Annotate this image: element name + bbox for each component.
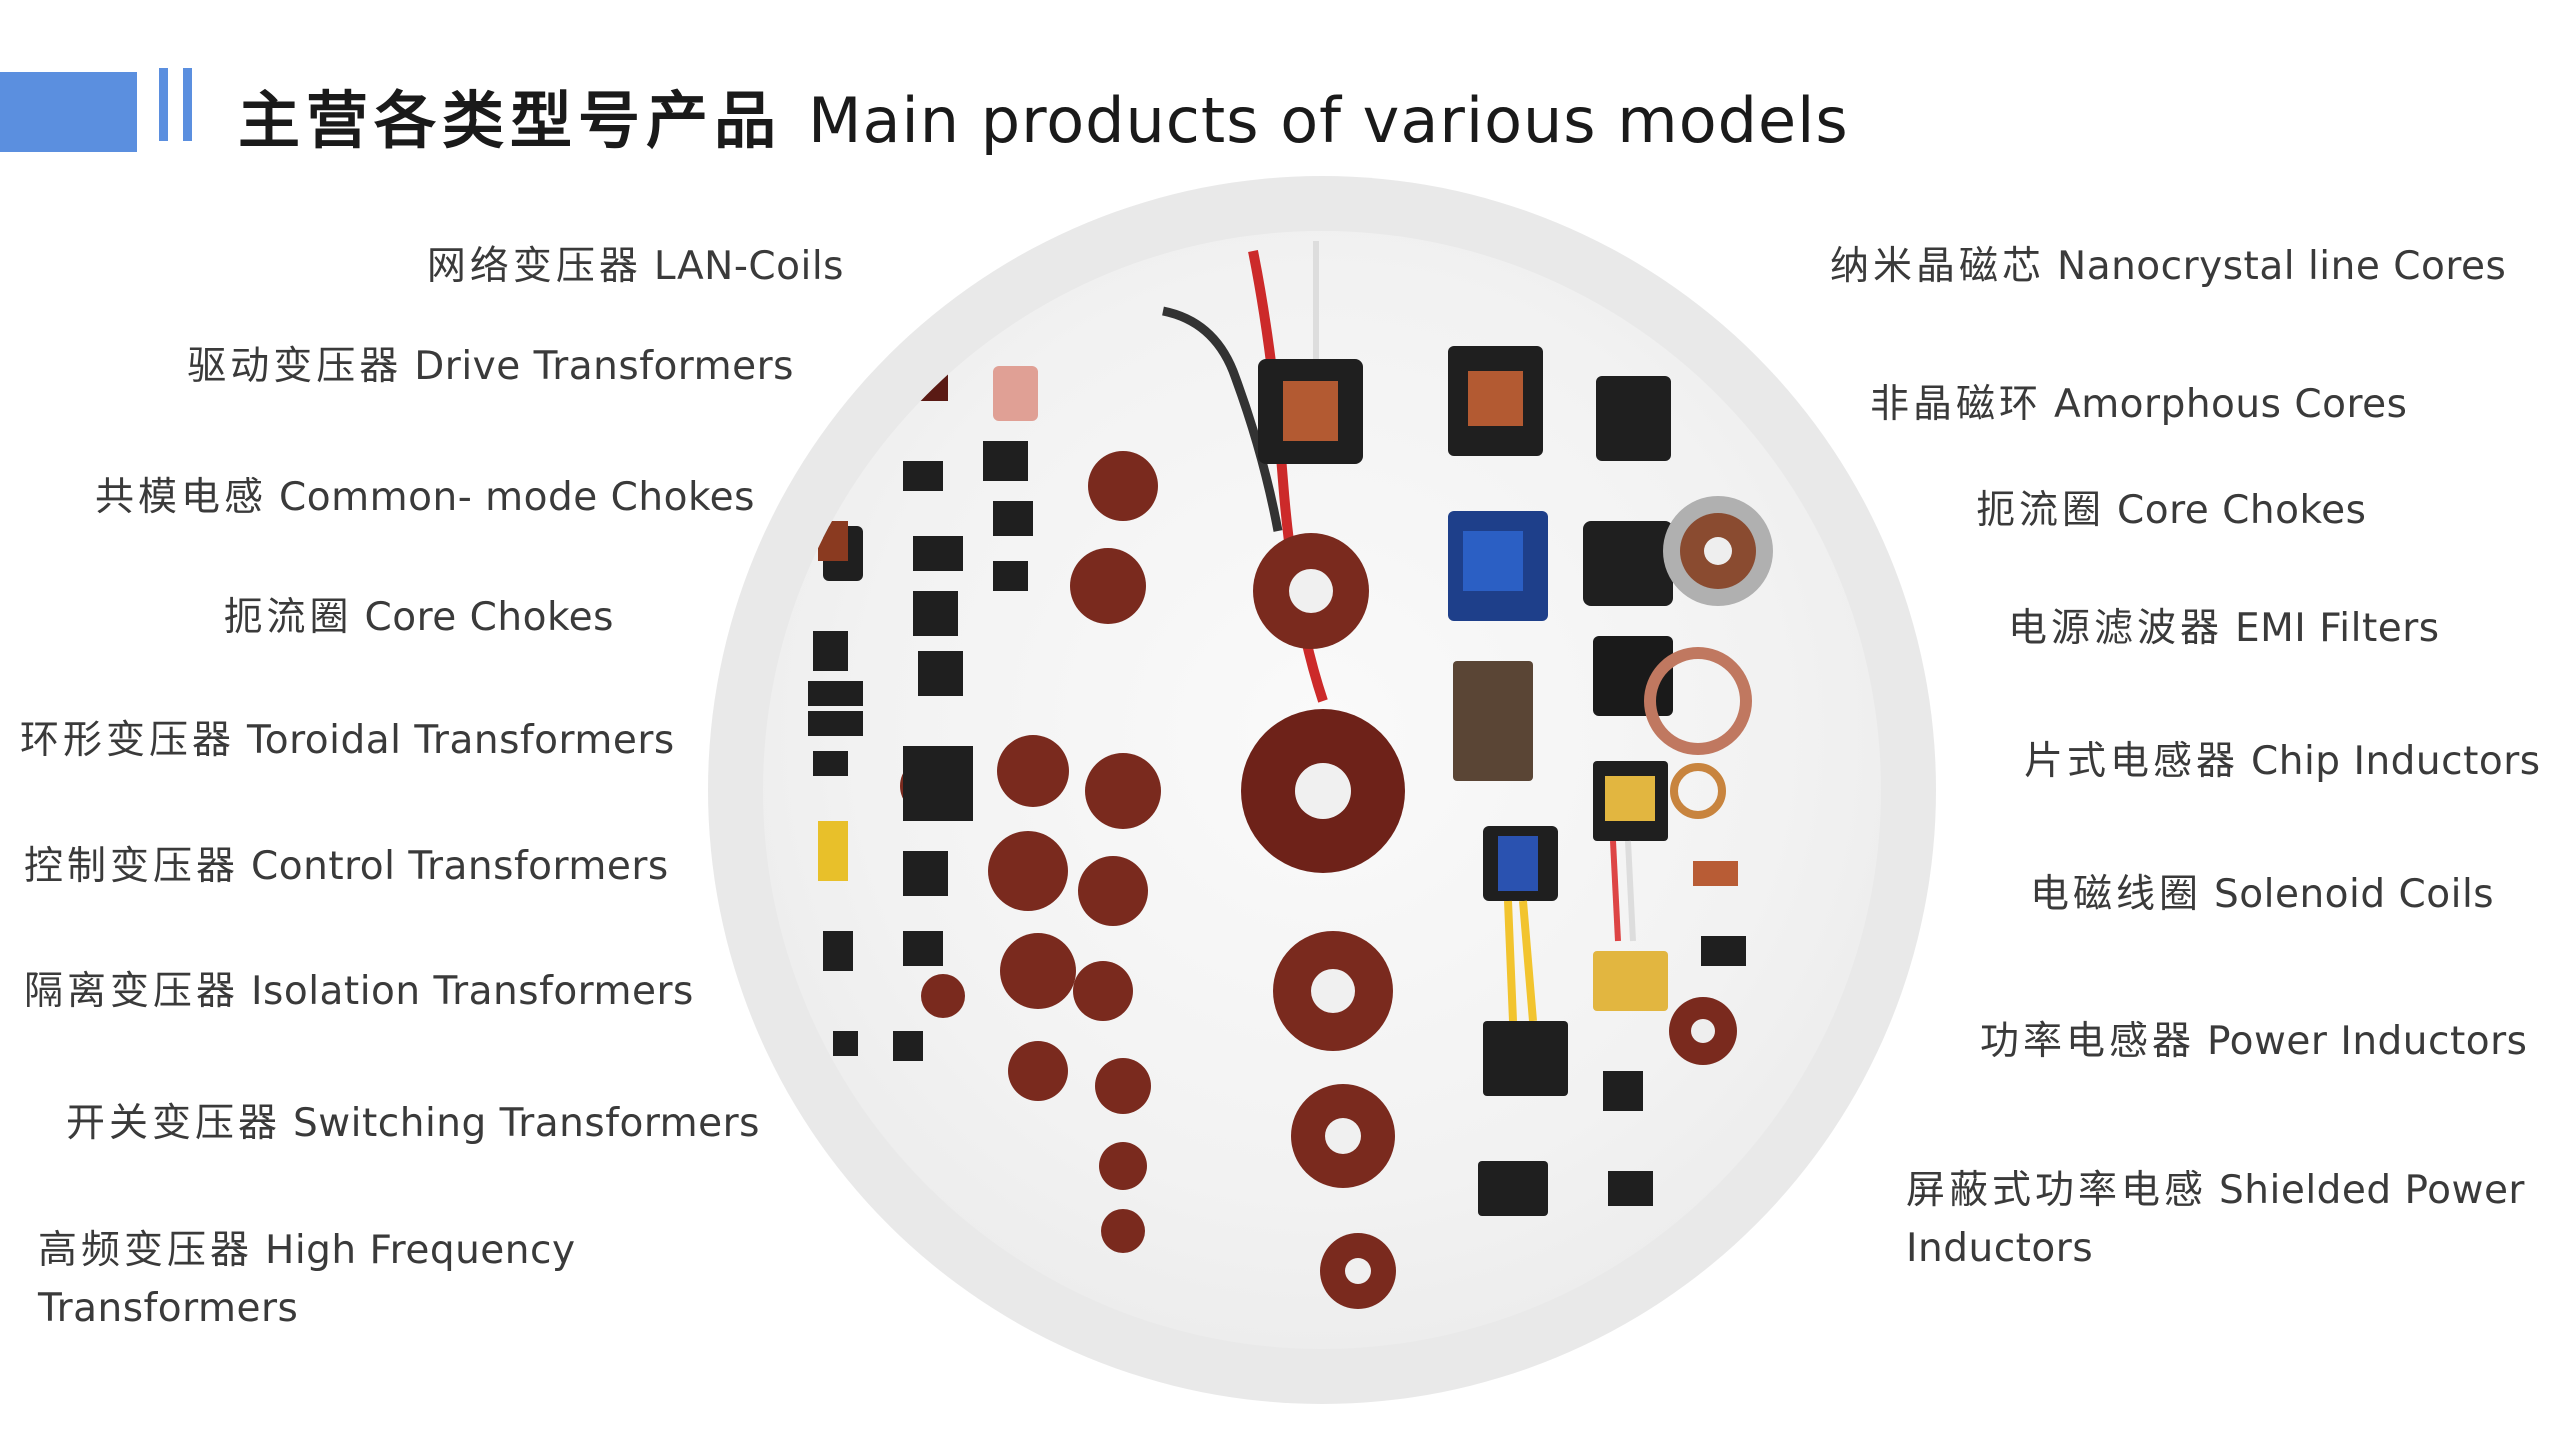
label-zh: 功率电感器 [1980,1019,2196,1064]
label-zh: 扼流圈 [223,595,353,640]
label-zh: 高频变压器 [38,1228,254,1273]
label-en: Nanocrystal line Cores [2057,244,2507,289]
label-zh: 开关变压器 [66,1101,282,1146]
page-title-zh: 主营各类型号产品 [238,84,783,157]
label-zh: 电磁线圈 [2030,872,2203,917]
label-zh: 驱动变压器 [187,344,403,389]
label-en: Shielded Power [2219,1168,2525,1213]
label-zh: 扼流圈 [1976,488,2106,533]
label-en: Switching Transformers [293,1101,760,1146]
label-en: Common- mode Chokes [279,475,755,520]
accent-bar [159,68,168,141]
label-zh: 片式电感器 [2024,739,2240,784]
product-photo-icon [808,241,1773,1309]
label-en: EMI Filters [2235,606,2440,651]
accent-bar [183,68,192,141]
label-zh: 共模电感 [95,475,268,520]
label-en: LAN-Coils [653,244,844,289]
label-en: Core Chokes [2117,488,2367,533]
label-en-line2: Inductors [1906,1226,2094,1271]
label-zh: 非晶磁环 [1870,382,2043,427]
label-en: Amorphous Cores [2054,382,2408,427]
label-zh: 屏蔽式功率电感 [1906,1168,2208,1213]
label-zh: 网络变压器 [426,244,642,289]
page-title: 主营各类型号产品 Main products of various models [238,76,1849,166]
label-en: Isolation Transformers [251,969,694,1014]
label-zh: 控制变压器 [24,844,240,889]
label-en: Chip Inductors [2251,739,2541,784]
label-zh: 纳米晶磁芯 [1830,244,2046,289]
label-en: Core Chokes [364,595,614,640]
label-en: Control Transformers [251,844,669,889]
label-en: Solenoid Coils [2214,872,2495,917]
label-en: High Frequency [265,1228,576,1273]
accent-block [0,72,137,152]
label-zh: 电源滤波器 [2008,606,2224,651]
label-zh: 环形变压器 [20,718,236,763]
label-en: Toroidal Transformers [247,718,675,763]
product-photo [763,231,1881,1349]
label-zh: 隔离变压器 [24,969,240,1014]
label-en-line2: Transformers [38,1286,299,1331]
label-en: Drive Transformers [414,344,794,389]
label-en: Power Inductors [2207,1019,2528,1064]
page-title-en: Main products of various models [808,84,1849,157]
